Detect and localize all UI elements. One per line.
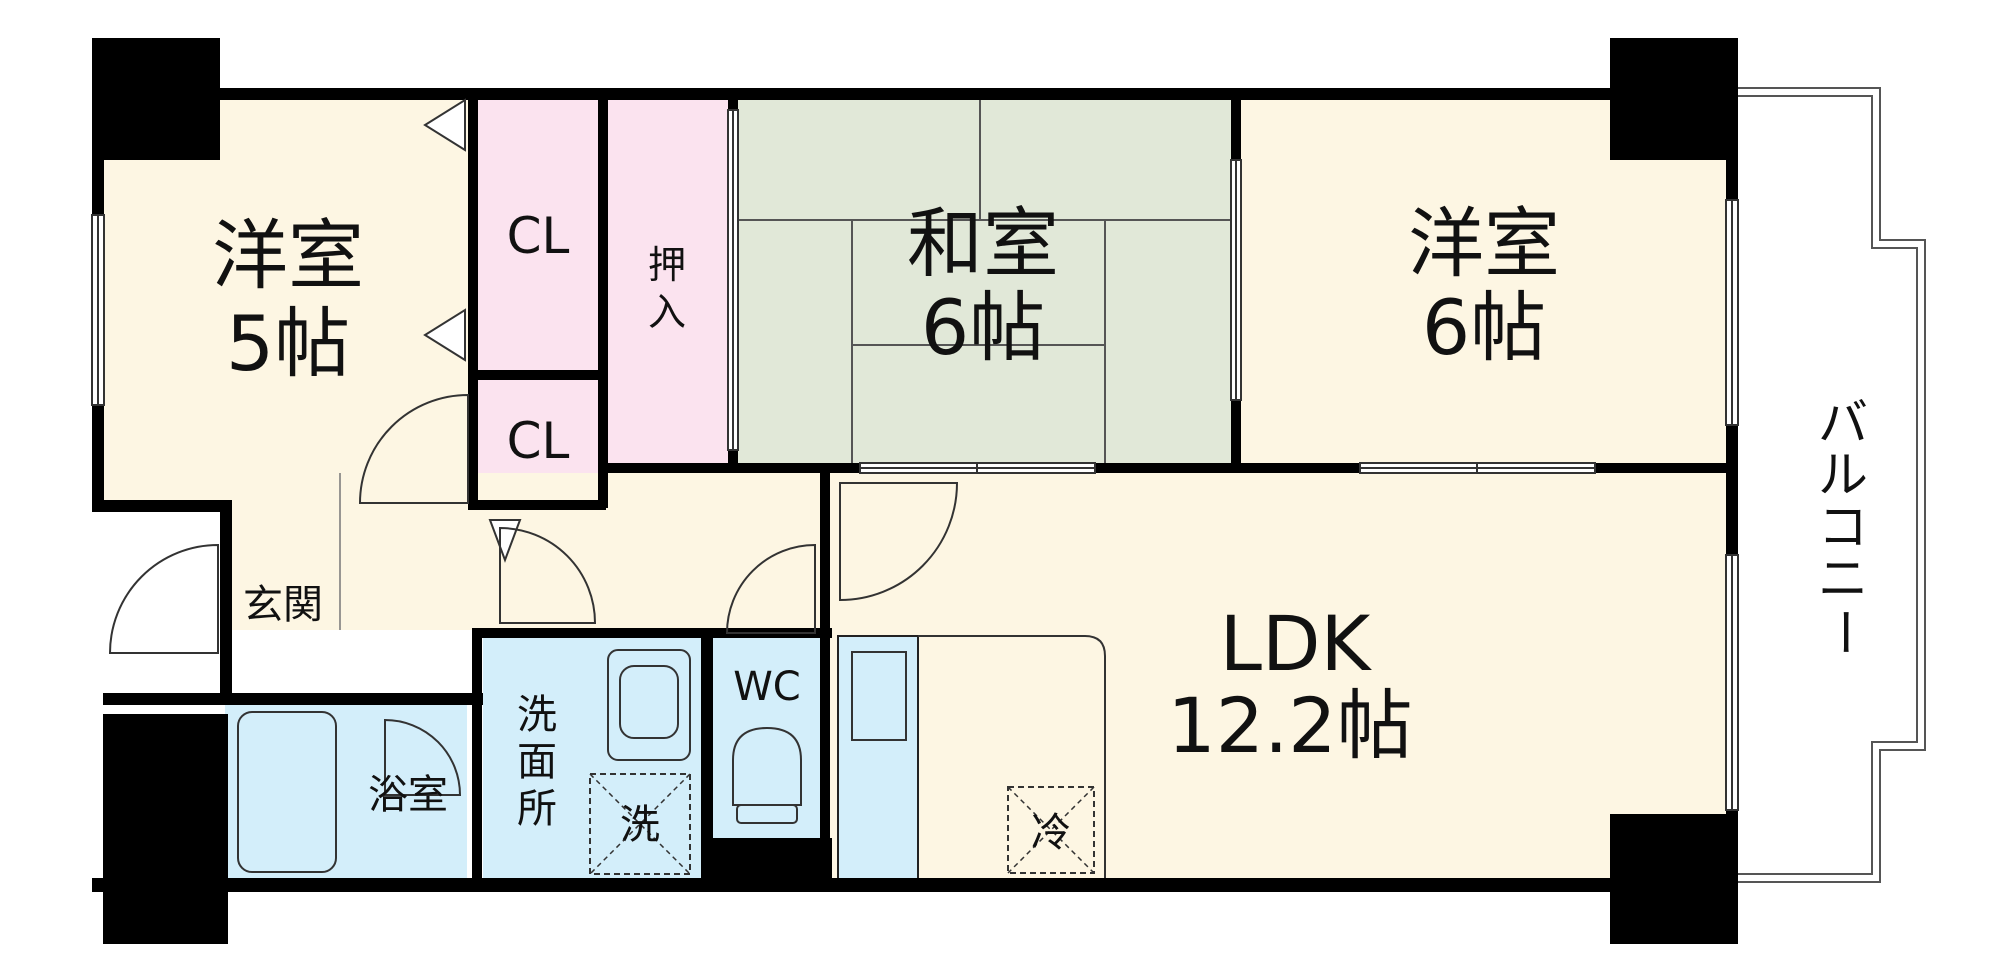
bath-floor [225,698,467,881]
hallway-floor [225,473,820,630]
ldk-name: LDK [1220,599,1373,688]
svg-text:ル: ル [1818,446,1868,504]
closet-1-label: CL [507,207,570,265]
western-room-1-size: 5帖 [226,299,350,388]
bath-label: 浴室 [368,772,448,818]
oshiire-floor [606,95,728,465]
oshiire-label-2: 入 [648,290,686,334]
bathtub-icon [237,711,337,873]
washroom-label-1: 洗 [517,692,557,738]
balcony [1735,87,1926,883]
svg-text:ニ: ニ [1818,550,1868,608]
tatami-lines [736,95,1231,465]
closet-1-floor [478,95,598,370]
toilet-icon [732,726,802,824]
entrance-label: 玄関 [243,582,323,628]
svg-text:バ: バ [1818,394,1868,452]
western-room-2-size: 6帖 [1422,283,1546,372]
kitchen-area [918,635,1106,881]
svg-text:ー: ー [1815,607,1873,657]
western-room-1-name: 洋室 [212,211,364,300]
ldk-floor [828,473,1729,881]
wash-basin-bowl [619,665,679,739]
ldk-size: 12.2帖 [1167,681,1412,770]
fridge-space [1007,786,1095,874]
balcony-label: バ ル コ ニ ー [1815,394,1873,657]
kitchen-counter [837,635,919,882]
japanese-room-name: 和室 [907,199,1059,288]
fridge-label: 冷 [1031,810,1071,856]
wc-label: WC [733,664,800,710]
closet-2-label: CL [507,412,570,470]
washer-label: 洗 [620,802,660,848]
washroom-label-2: 面 [517,739,557,785]
washer-space [589,773,691,875]
washroom-label-3: 所 [517,786,557,832]
sink-icon [851,651,907,741]
wash-basin-icon [607,649,691,761]
walls [92,38,1738,944]
japanese-room-floor [736,95,1231,465]
windows [91,109,1739,811]
oshiire-label-1: 押 [648,243,686,287]
japanese-room-size: 6帖 [921,283,1045,372]
door-swings [108,98,959,796]
western-room-1-floor [100,95,470,505]
western-room-2-name: 洋室 [1408,199,1560,288]
svg-text:コ: コ [1818,498,1868,556]
